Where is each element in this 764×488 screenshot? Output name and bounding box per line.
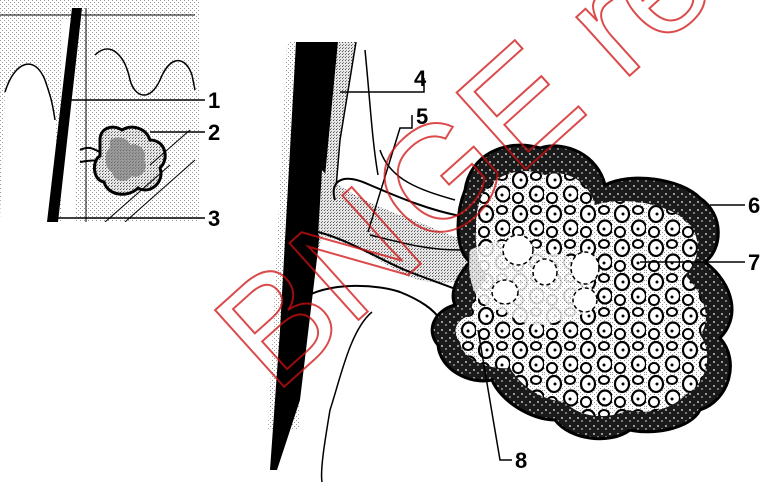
label-6: 6: [748, 193, 760, 218]
label-7: 7: [748, 250, 760, 275]
label-1: 1: [208, 88, 220, 113]
label-3: 3: [208, 206, 220, 231]
label-2: 2: [208, 120, 220, 145]
label-8: 8: [515, 448, 527, 473]
overview-inset: [0, 0, 200, 222]
